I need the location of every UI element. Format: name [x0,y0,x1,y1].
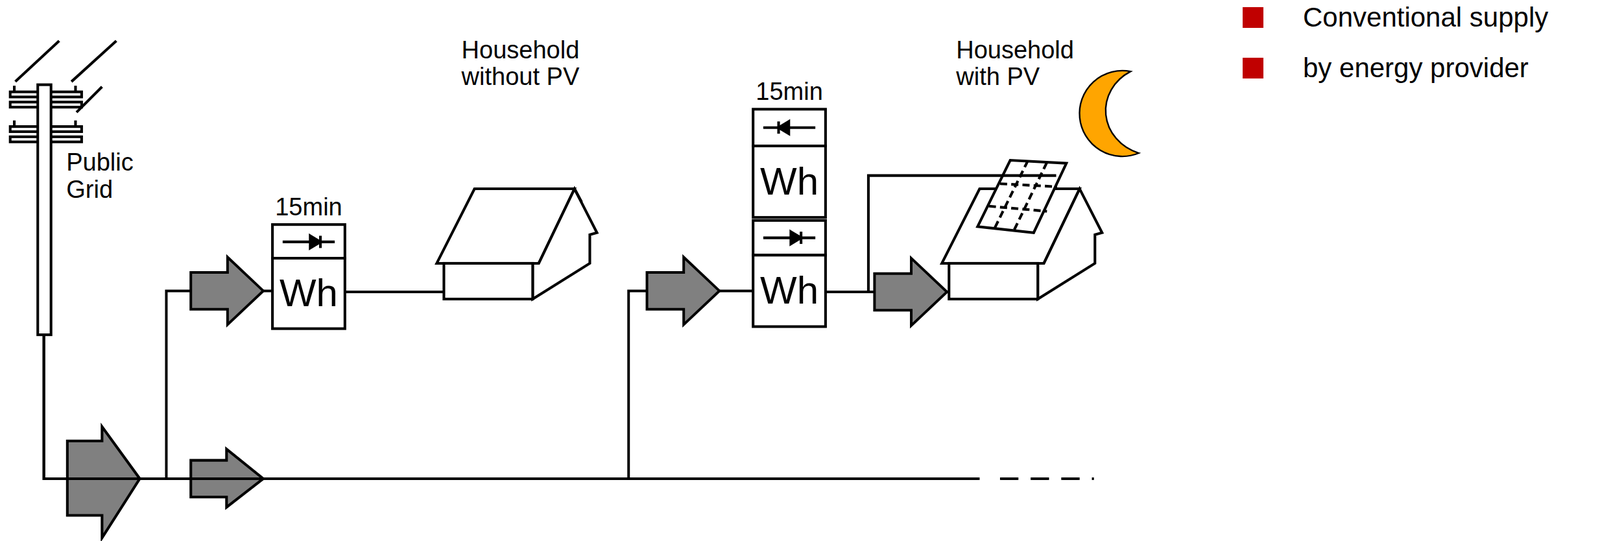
house-drawing [436,188,597,299]
meter-1-graphic [272,224,346,329]
flow-arrow [67,426,141,539]
node-label: Household without PV [439,36,603,92]
energy-meter: 15minWh [272,224,346,329]
power-line [44,256,754,478]
energy-meter: 15minWhWh [752,108,826,327]
meter-2-graphic [752,108,826,327]
feeder-line [628,477,980,480]
node-label: Household with PV [955,36,1110,92]
node-label: Wh [752,254,826,327]
flow-arrow [647,256,720,325]
power-line [825,258,949,326]
legend-text: by energy provider [1302,52,1529,84]
legend-row: Conventional supply [1242,1,1549,34]
household: Household with PV [948,30,1104,299]
node-label: Public Grid [66,149,159,204]
node-label: 15min [252,192,366,222]
node-label: Wh [272,258,346,329]
moon-symbol [1079,70,1139,157]
feeder-dashes [1000,477,1095,480]
flow-arrow [190,256,264,325]
legend-text: Conventional supply [1302,1,1549,34]
node-label: 15min [732,77,847,107]
grid-pole: Public Grid [10,38,154,335]
power-line [345,291,445,292]
pv-panel [977,160,1067,233]
node-label: Wh [752,145,826,218]
legend-swatch [1242,7,1264,28]
power-line [44,256,273,478]
flow-arrow [874,258,947,326]
legend-row: by energy provider [1242,52,1529,84]
household: Household without PV [443,30,597,299]
legend-swatch [1242,57,1264,79]
